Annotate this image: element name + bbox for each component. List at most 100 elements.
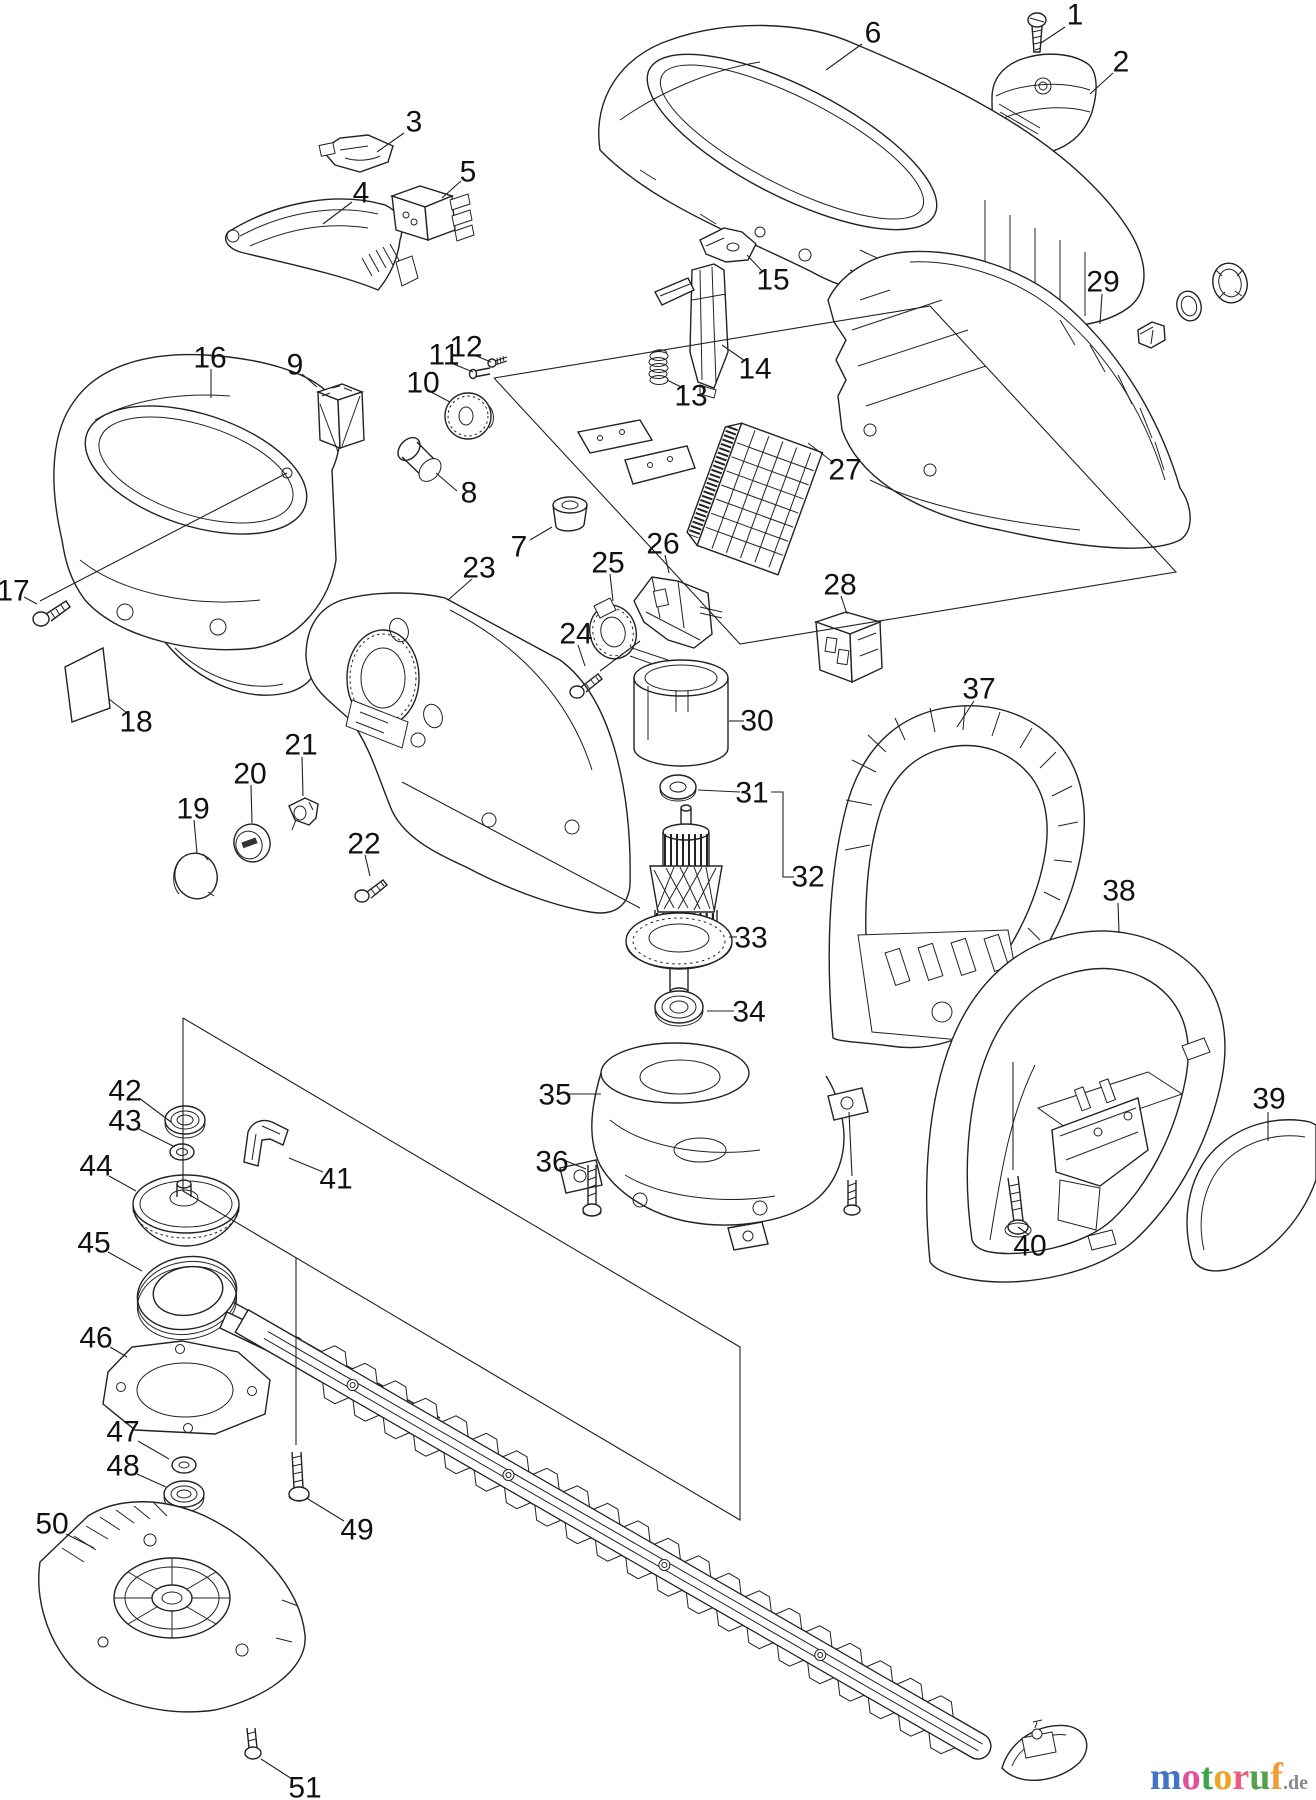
part-34-bearing bbox=[654, 990, 704, 1027]
part-label-26: 26 bbox=[646, 528, 679, 561]
part-label-14: 14 bbox=[738, 353, 771, 386]
blade-tooth-top bbox=[471, 1432, 500, 1456]
blade-tooth-bottom bbox=[534, 1504, 562, 1527]
part-label-9: 9 bbox=[287, 349, 304, 382]
blade-tooth-bottom bbox=[564, 1521, 593, 1545]
part-label-50: 50 bbox=[35, 1508, 68, 1541]
part-43-washer bbox=[169, 1143, 195, 1161]
part-label-17: 17 bbox=[0, 575, 30, 608]
blade-tooth-top bbox=[835, 1642, 863, 1666]
part-label-4: 4 bbox=[353, 177, 370, 210]
part-label-28: 28 bbox=[823, 569, 856, 602]
part-label-27: 27 bbox=[828, 454, 861, 487]
guide-bolt36b-axis bbox=[848, 1111, 853, 1177]
part-label-25: 25 bbox=[591, 547, 624, 580]
leader-line-5 bbox=[441, 180, 462, 199]
part-35-gear-housing bbox=[559, 1042, 869, 1251]
leader-line-25 bbox=[609, 573, 614, 602]
part-label-35: 35 bbox=[538, 1079, 571, 1112]
blade-tooth-top bbox=[653, 1537, 681, 1561]
part-36-screw bbox=[582, 1165, 602, 1217]
blade-tooth-bottom bbox=[928, 1731, 957, 1755]
blade-tooth-bottom bbox=[837, 1679, 866, 1702]
part-label-19: 19 bbox=[176, 793, 209, 826]
leader-line-42 bbox=[138, 1097, 172, 1123]
part-label-8: 8 bbox=[461, 477, 478, 510]
part-46-plate bbox=[102, 1340, 271, 1435]
part-label-51: 51 bbox=[288, 1772, 321, 1800]
leader-line-45 bbox=[107, 1251, 143, 1272]
leader-line-18 bbox=[108, 698, 128, 714]
part-44-gear bbox=[132, 1174, 240, 1247]
part-18-label-sticker bbox=[64, 646, 111, 723]
leader-line-51 bbox=[260, 1758, 293, 1780]
blade-tooth-top bbox=[713, 1572, 742, 1596]
leader-line-6 bbox=[825, 43, 863, 71]
blade-tooth-top bbox=[865, 1660, 894, 1683]
blade-tooth-bottom bbox=[382, 1416, 411, 1440]
part-label-2: 2 bbox=[1113, 46, 1130, 79]
motoruf-watermark: motoruf.de bbox=[1150, 1756, 1308, 1798]
part-label-38: 38 bbox=[1102, 875, 1135, 908]
part-19-cap bbox=[173, 852, 218, 900]
blade-tooth-bottom bbox=[413, 1434, 441, 1457]
part-25-bearing-retainer bbox=[589, 597, 669, 669]
leader-line-50 bbox=[65, 1533, 95, 1549]
leader-line-21 bbox=[301, 756, 304, 797]
part-label-24: 24 bbox=[559, 618, 592, 651]
leader-line-4 bbox=[322, 201, 353, 225]
leader-line-48 bbox=[136, 1473, 167, 1488]
blade-tooth-top bbox=[926, 1695, 954, 1718]
part-5-switch bbox=[389, 185, 475, 242]
leader-line-44 bbox=[108, 1175, 137, 1192]
leader-line-1 bbox=[1040, 26, 1066, 44]
part-10-dial bbox=[444, 392, 494, 440]
part-17-screw bbox=[32, 600, 71, 627]
blade-tooth-top bbox=[622, 1520, 651, 1543]
part-label-39: 39 bbox=[1252, 1083, 1285, 1116]
part-29-rear-housing bbox=[827, 250, 1191, 549]
leader-line-29 bbox=[1099, 293, 1103, 325]
part-24-screw bbox=[569, 673, 603, 699]
part-label-43: 43 bbox=[108, 1105, 141, 1138]
leader-line-22 bbox=[364, 854, 371, 877]
blade-tooth-top bbox=[441, 1415, 469, 1438]
blade-tooth-top bbox=[774, 1607, 803, 1631]
part-label-47: 47 bbox=[106, 1416, 139, 1449]
guide-armature-assembly-line bbox=[401, 781, 641, 909]
leader-line-43 bbox=[138, 1128, 176, 1148]
leader-line-20 bbox=[250, 784, 253, 824]
part-28-terminal-block bbox=[813, 611, 883, 684]
part-22-screw bbox=[354, 879, 388, 903]
part-41-bracket bbox=[243, 1119, 289, 1167]
part-label-23: 23 bbox=[462, 552, 495, 585]
part-6-rear-handle-housing bbox=[598, 24, 1145, 328]
part-label-33: 33 bbox=[734, 922, 767, 955]
leader-line-7 bbox=[529, 526, 553, 541]
part-label-16: 16 bbox=[193, 342, 226, 375]
part-label-18: 18 bbox=[119, 706, 152, 739]
part-11-pin bbox=[468, 367, 491, 380]
part-14-lockoff-lever bbox=[654, 263, 729, 399]
part-8-tube bbox=[397, 436, 442, 482]
part-label-13: 13 bbox=[674, 380, 707, 413]
blade-tooth-bottom bbox=[655, 1574, 684, 1597]
leader-line-49 bbox=[307, 1498, 345, 1522]
blade-tooth-bottom bbox=[594, 1539, 623, 1562]
leader-line-11 bbox=[450, 362, 474, 373]
part-label-10: 10 bbox=[406, 367, 439, 400]
leader-line-3 bbox=[376, 132, 405, 153]
leader-line-26 bbox=[664, 554, 670, 574]
part-39-hand-guard bbox=[1186, 1119, 1316, 1272]
leader-line-8 bbox=[435, 472, 458, 492]
part-blade-bar bbox=[234, 1308, 992, 1760]
part-label-15: 15 bbox=[756, 264, 789, 297]
leader-line-46 bbox=[109, 1346, 128, 1358]
leader-line-47 bbox=[137, 1440, 170, 1460]
leader-line-41 bbox=[288, 1157, 324, 1173]
part-27-filter-grid bbox=[686, 422, 824, 576]
guide-screw24-pointer bbox=[599, 640, 641, 672]
leader-line-38 bbox=[1117, 902, 1120, 934]
blade-tooth-bottom bbox=[867, 1696, 896, 1720]
part-label-48: 48 bbox=[106, 1450, 139, 1483]
